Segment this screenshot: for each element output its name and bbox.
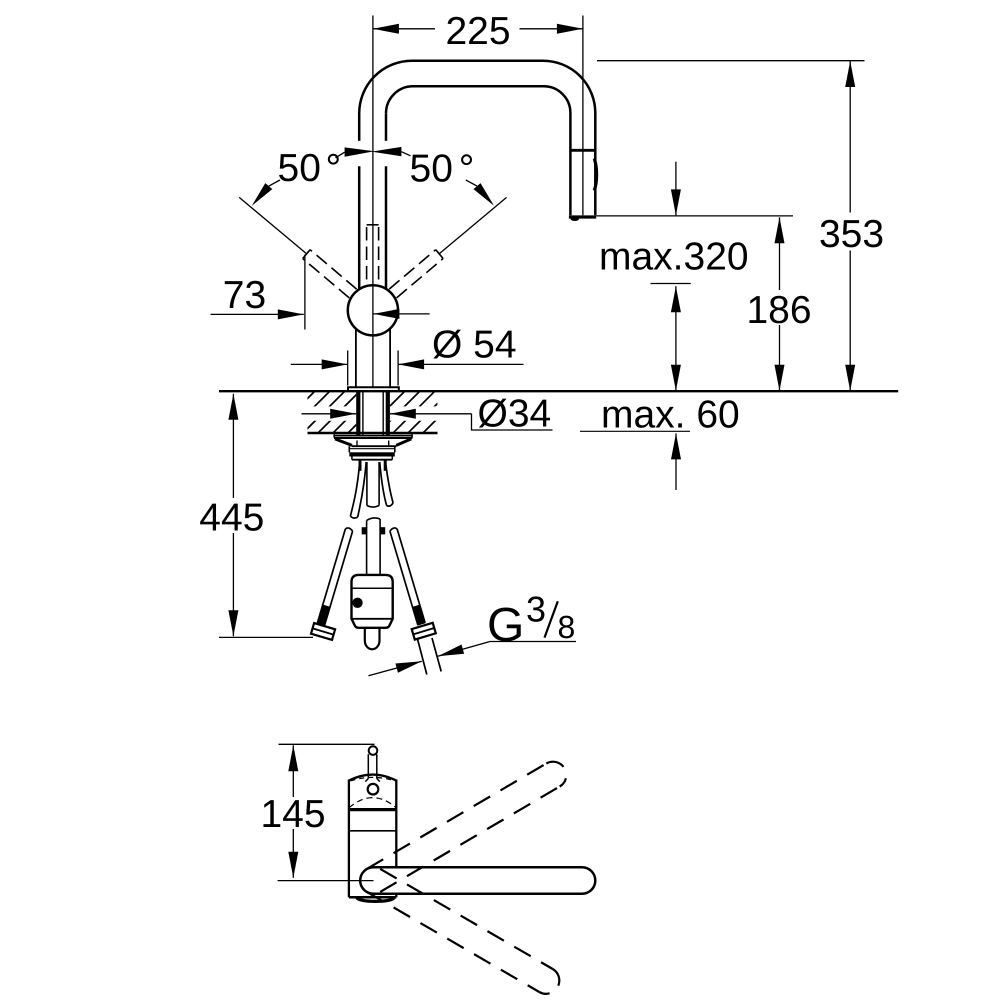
svg-text:145: 145 [260, 793, 325, 836]
svg-text:50: 50 [278, 147, 321, 190]
svg-text:Ø 54: Ø 54 [432, 324, 517, 367]
svg-text:max. 60: max. 60 [601, 394, 740, 437]
svg-text:50: 50 [410, 148, 453, 191]
svg-text:445: 445 [199, 497, 264, 540]
svg-text:8: 8 [558, 609, 576, 645]
svg-text:°: ° [459, 148, 475, 191]
svg-text:73: 73 [223, 274, 266, 317]
svg-text:225: 225 [445, 10, 510, 53]
svg-text:G: G [487, 599, 524, 652]
svg-text:°: ° [326, 147, 342, 190]
svg-text:3: 3 [526, 589, 546, 630]
svg-text:186: 186 [746, 289, 811, 332]
svg-text:Ø34: Ø34 [478, 393, 552, 436]
svg-text:max.320: max.320 [599, 236, 749, 279]
svg-text:353: 353 [819, 213, 884, 256]
